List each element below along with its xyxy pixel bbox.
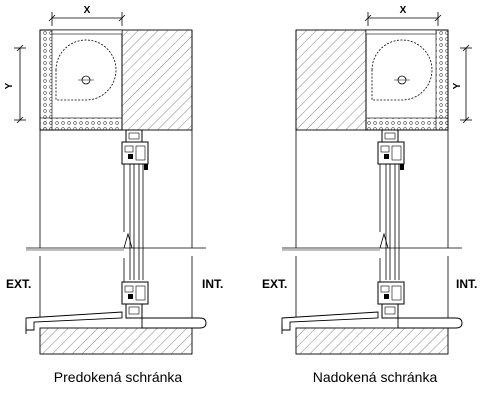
- bottom-masonry: [39, 327, 193, 355]
- exterior-sill: [25, 311, 123, 331]
- caption-right: Nadokená schránka: [313, 369, 438, 385]
- dimension-y-left: Y: [4, 44, 26, 124]
- dim-y-label: Y: [452, 82, 463, 89]
- label-interior: INT.: [456, 277, 477, 291]
- roller-drum: [55, 39, 117, 101]
- label-exterior: EXT.: [6, 277, 31, 291]
- dimension-x-left: X: [48, 5, 126, 26]
- window-frame-top: [377, 129, 405, 170]
- label-interior: INT.: [202, 277, 223, 291]
- dimension-y-right: Y: [452, 44, 472, 124]
- panel-right: X Y: [262, 5, 477, 385]
- lintel-masonry: [121, 29, 193, 131]
- panel-left: X Y: [4, 5, 223, 385]
- bottom-masonry: [295, 327, 449, 355]
- dim-y-label: Y: [4, 82, 15, 89]
- glazing: [379, 164, 400, 284]
- roller-drum: [371, 39, 433, 101]
- dim-x-label: X: [84, 5, 91, 16]
- window-frame-bottom: [121, 281, 149, 319]
- dimension-x-right: X: [364, 5, 442, 26]
- window-frame-bottom: [377, 281, 405, 319]
- caption-left: Predokená schránka: [54, 369, 183, 385]
- label-exterior: EXT.: [262, 277, 287, 291]
- lintel-masonry: [295, 29, 367, 131]
- interior-sill: [397, 317, 463, 329]
- window-frame-top: [121, 129, 149, 170]
- dim-x-label: X: [400, 5, 407, 16]
- interior-sill: [141, 317, 207, 329]
- glazing: [123, 164, 144, 284]
